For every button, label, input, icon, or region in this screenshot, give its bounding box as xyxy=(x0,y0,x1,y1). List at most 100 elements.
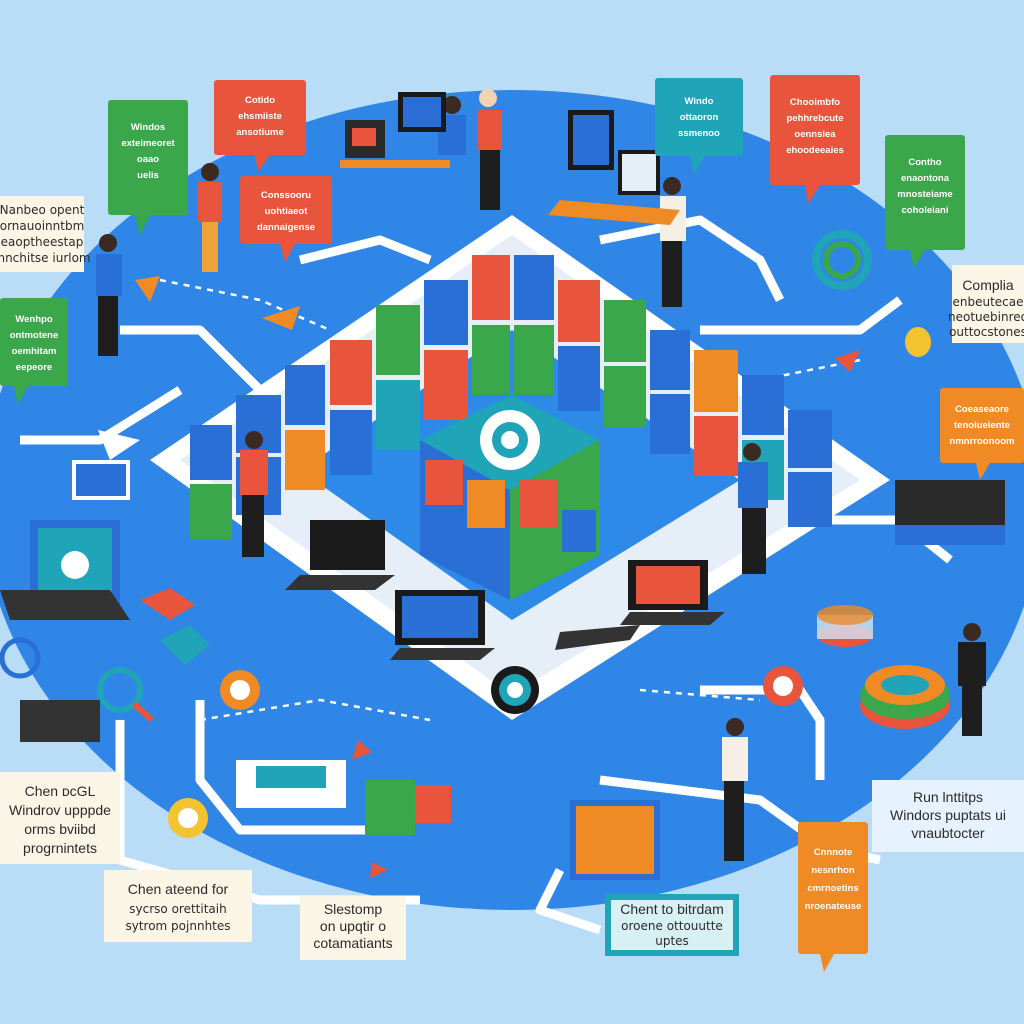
svg-text:progrnintets: progrnintets xyxy=(23,840,97,856)
svg-text:Windos: Windos xyxy=(131,122,165,133)
bubble-line: Cnnnote xyxy=(814,847,853,858)
bubble-line: ottaoron xyxy=(680,112,719,123)
bubble-top-left-green: Windos exteimeoret oaao uelis xyxy=(108,100,188,235)
svg-text:mnosteiame: mnosteiame xyxy=(897,189,952,200)
note-line: sycrso orettitaih xyxy=(129,902,226,916)
gear-icon-bottom xyxy=(491,666,539,714)
note-line: Nanbeo opent xyxy=(0,203,85,217)
bubble-line: Chooimbfo xyxy=(790,97,840,108)
bubble-line: oemhitam xyxy=(12,346,57,357)
bubble-line: Cotido xyxy=(245,95,275,106)
svg-text:Chooimbfo: Chooimbfo xyxy=(790,97,840,108)
note-line: oroene ottouutte xyxy=(621,919,723,933)
bubble-line: nroenateuse xyxy=(805,901,862,912)
svg-text:ottaoron: ottaoron xyxy=(680,112,719,123)
svg-text:enbeutecae: enbeutecae xyxy=(952,295,1023,309)
svg-text:Cotido: Cotido xyxy=(245,95,275,106)
svg-text:Nanbeo opent: Nanbeo opent xyxy=(0,203,85,217)
bubble-bottom-right-orange: Cnnnote nesnrhon cmrnoetins nroenateuse xyxy=(798,822,868,972)
note-line: uptes xyxy=(655,934,689,948)
bubble-right-green: Contho enaontona mnosteiame coholeiani xyxy=(885,135,965,268)
tile-wall-left xyxy=(190,255,510,539)
bubble-left-green: Wenhpo ontmotene oemhitam eepeore xyxy=(0,298,68,404)
note-line: cotamatiants xyxy=(313,935,392,951)
bubble-line: ssmenoo xyxy=(678,128,720,139)
svg-text:nmnrroonoom: nmnrroonoom xyxy=(950,436,1015,447)
svg-text:Wenhpo: Wenhpo xyxy=(15,314,52,325)
svg-text:ssmenoo: ssmenoo xyxy=(678,128,720,139)
note-line: Slestomp xyxy=(324,901,383,917)
bubble-line: ehoodeeaies xyxy=(786,145,844,156)
bubble-line: uohtiaeot xyxy=(265,206,309,217)
arrow-icons xyxy=(98,276,860,878)
note-line: Complia xyxy=(962,277,1014,293)
device-group-right xyxy=(812,230,1005,729)
svg-text:oroene ottouutte: oroene ottouutte xyxy=(621,919,723,933)
svg-text:eepeore: eepeore xyxy=(16,362,52,373)
note-left-top: Nanbeo opent ornauoinntbm eaoptheestap m… xyxy=(0,196,91,272)
note-line: progrnintets xyxy=(23,840,97,856)
svg-text:Contho: Contho xyxy=(908,157,941,168)
bubble-line: tenoiueiente xyxy=(954,420,1010,431)
svg-text:Complia: Complia xyxy=(962,277,1014,293)
bubble-line: ansotiume xyxy=(236,127,284,138)
svg-text:vnaubtocter: vnaubtocter xyxy=(911,825,984,841)
bubble-line: Coeaseaore xyxy=(955,404,1009,415)
svg-text:nesnrhon: nesnrhon xyxy=(811,865,854,876)
svg-text:Coeaseaore: Coeaseaore xyxy=(955,404,1009,415)
bubble-line: Wenhpo xyxy=(15,314,52,325)
note-line: on upqtir o xyxy=(320,918,386,934)
gear-icon xyxy=(480,410,540,470)
svg-text:mnchitse iurlom: mnchitse iurlom xyxy=(0,251,91,265)
note-line: neotuebinreo xyxy=(948,310,1024,324)
bubble-line: nmnrroonoom xyxy=(950,436,1015,447)
bubble-line: enaontona xyxy=(901,173,950,184)
bubble-line: pehhrebcute xyxy=(786,113,843,124)
note-line: Windors puptats ui xyxy=(890,807,1006,823)
bubble-line: exteimeoret xyxy=(121,138,175,149)
svg-text:Windo: Windo xyxy=(685,96,714,107)
note-line: Run lnttitps xyxy=(913,789,983,805)
svg-text:Windrov upppde: Windrov upppde xyxy=(9,802,111,818)
note-line: eaoptheestap xyxy=(1,235,84,249)
svg-text:dannaigense: dannaigense xyxy=(257,222,315,233)
note-bottom-left: Chen ᴅᴄGL Windrov upppde orms bviibd pro… xyxy=(0,772,120,864)
svg-text:Chen ateend for: Chen ateend for xyxy=(128,881,229,897)
note-line: Chen ateend for xyxy=(128,881,229,897)
svg-text:oemhitam: oemhitam xyxy=(12,346,57,357)
note-line: mnchitse iurlom xyxy=(0,251,91,265)
svg-text:Chent to bitrdam: Chent to bitrdam xyxy=(620,901,724,917)
svg-text:eaoptheestap: eaoptheestap xyxy=(1,235,84,249)
person-figure xyxy=(96,89,986,861)
svg-text:neotuebinreo: neotuebinreo xyxy=(948,310,1024,324)
bubble-line: nesnrhon xyxy=(811,865,854,876)
svg-text:uohtiaeot: uohtiaeot xyxy=(265,206,309,217)
svg-text:ansotiume: ansotiume xyxy=(236,127,284,138)
svg-text:coholeiani: coholeiani xyxy=(902,205,949,216)
note-bottom-right: Run lnttitps Windors puptats ui vnaubtoc… xyxy=(872,780,1024,852)
bubble-line: Contho xyxy=(908,157,941,168)
desk-monitor xyxy=(340,92,680,225)
note-line: Windrov upppde xyxy=(9,802,111,818)
svg-text:Conssooru: Conssooru xyxy=(261,190,311,201)
svg-text:ehsmiiste: ehsmiiste xyxy=(238,111,282,122)
svg-text:uelis: uelis xyxy=(137,170,159,181)
bubble-line: coholeiani xyxy=(902,205,949,216)
svg-text:sycrso orettitaih: sycrso orettitaih xyxy=(129,902,226,916)
note-bottom-center: Slestomp on upqtir o cotamatiants xyxy=(300,896,406,960)
svg-text:Slestomp: Slestomp xyxy=(324,901,383,917)
svg-text:outtocstones: outtocstones xyxy=(949,325,1024,339)
note-right-top: Complia enbeutecae neotuebinreo outtocst… xyxy=(948,265,1024,343)
bubble-line: uelis xyxy=(137,170,159,181)
note-line: Chent to bitrdam xyxy=(620,901,724,917)
note-bottom-left-2: Chen ateend for sycrso orettitaih sytrom… xyxy=(104,870,252,942)
note-line: orms bviibd xyxy=(24,821,96,837)
bubble-line: oennsiea xyxy=(794,129,836,140)
bubble-line: Conssooru xyxy=(261,190,311,201)
bubble-line: ehsmiiste xyxy=(238,111,282,122)
svg-text:Chen ᴅᴄGL: Chen ᴅᴄGL xyxy=(25,783,96,799)
laptop-icon xyxy=(285,520,725,660)
bubble-top-center-red: Cotido ehsmiiste ansotiume xyxy=(214,80,306,172)
floating-icons xyxy=(140,588,803,880)
